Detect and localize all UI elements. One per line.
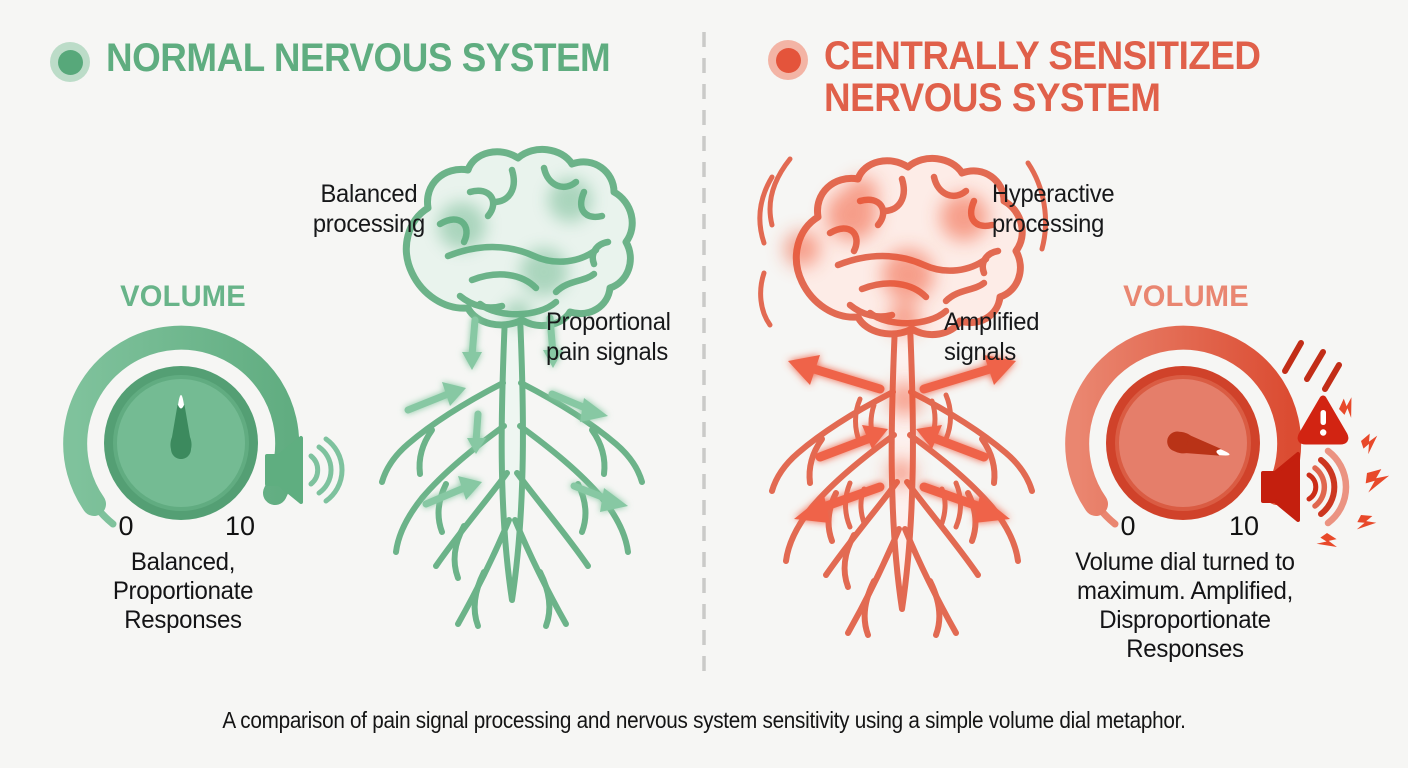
- activity-spots: [438, 178, 592, 328]
- green-dot-icon: [50, 42, 90, 82]
- normal-dial-note: Balanced, Proportionate Responses: [112, 548, 254, 634]
- divider-dashed-line: [702, 32, 706, 680]
- sound-waves-icon: [308, 436, 345, 504]
- loud-sound-waves-icon: [1306, 447, 1350, 527]
- normal-section-header: NORMAL NERVOUS SYSTEM: [50, 36, 690, 82]
- sensitized-volume-label: VOLUME: [1123, 280, 1249, 313]
- normal-title: NORMAL NERVOUS SYSTEM: [106, 36, 611, 80]
- sensitized-dial-note: Volume dial turned to maximum. Amplified…: [1075, 548, 1295, 663]
- amplified-signals-note: Amplified signals: [944, 308, 1040, 366]
- sensitized-dial-max: 10: [1228, 511, 1260, 541]
- dial-needle: [170, 395, 192, 459]
- balanced-processing-note: Balanced processing: [312, 180, 425, 238]
- normal-volume-label: VOLUME: [120, 280, 246, 313]
- sensitized-brain-illustration: [757, 145, 1049, 695]
- normal-brain-illustration: [312, 148, 702, 693]
- loud-speaker-icon: [1261, 394, 1390, 556]
- hyperactive-processing-note: Hyperactive processing: [992, 180, 1115, 238]
- dial-arc: [1065, 325, 1302, 516]
- normal-dial-min: 0: [118, 511, 134, 541]
- sensitized-volume-dial: [1065, 325, 1390, 556]
- dial-arc: [63, 325, 300, 516]
- sensitized-section-header: CENTRALLY SENSITIZED NERVOUS SYSTEM: [768, 34, 1388, 120]
- proportional-signals-note: Proportional pain signals: [546, 308, 671, 366]
- dial-needle: [1167, 431, 1230, 456]
- alert-icon: [1297, 395, 1349, 445]
- figure-caption: A comparison of pain signal processing a…: [222, 707, 1186, 733]
- red-dot-icon: [768, 40, 808, 80]
- normal-dial-max: 10: [224, 511, 256, 541]
- normal-volume-dial: [63, 325, 345, 528]
- sensitized-dial-min: 0: [1120, 511, 1136, 541]
- speaker-icon: [265, 436, 345, 504]
- sensitized-title: CENTRALLY SENSITIZED NERVOUS SYSTEM: [824, 34, 1261, 120]
- max-tick-marks: [1282, 340, 1342, 392]
- hyperactivity-spots: [784, 177, 988, 487]
- proportional-signal-arrows: [404, 314, 628, 512]
- amplified-signal-arrows: [788, 355, 1016, 523]
